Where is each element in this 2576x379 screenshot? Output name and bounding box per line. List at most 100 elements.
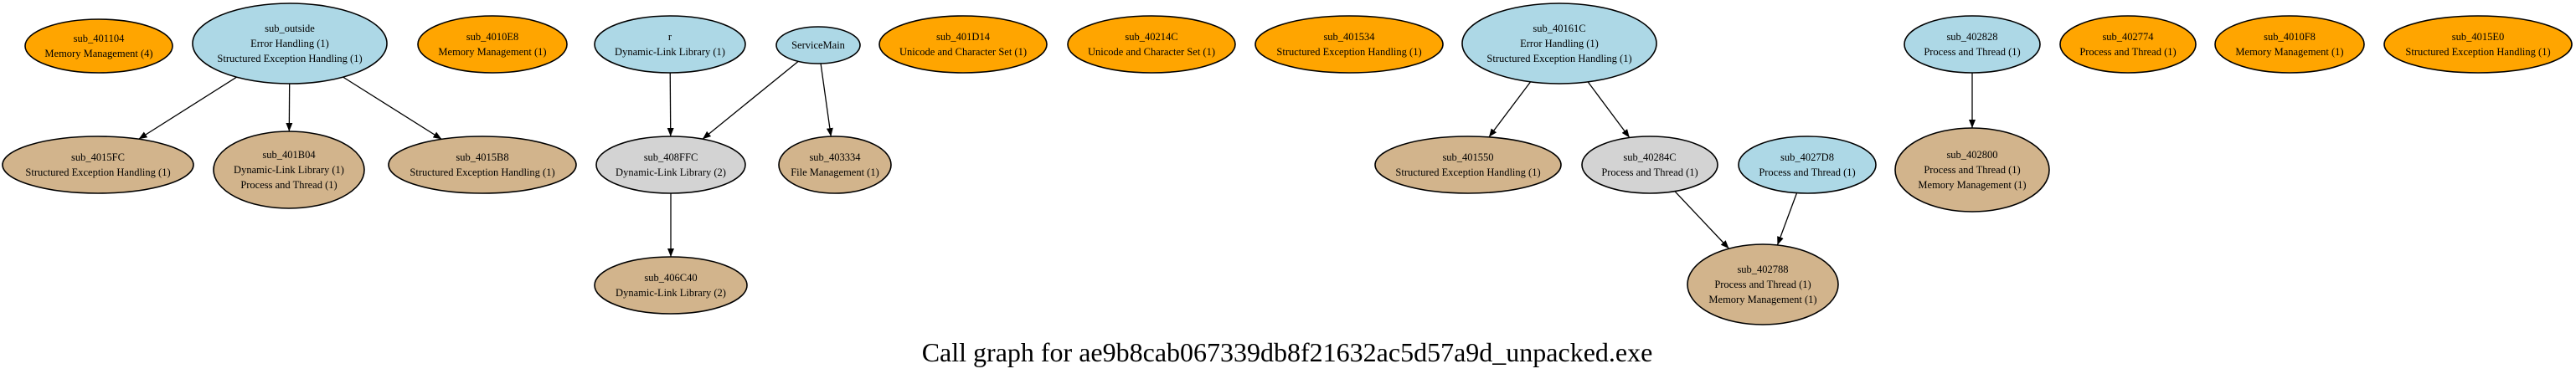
graph-node-sub-40161c: sub_40161C Error Handling (1) Structured E…: [1461, 3, 1657, 85]
node-ellipse: [213, 131, 365, 209]
edges-layer: [138, 60, 1976, 257]
node-function-name: ServiceMain: [791, 39, 846, 51]
node-ellipse: [24, 18, 173, 74]
graph-node-sub-408ffc: sub_408FFC Dynamic-Link Library (2): [595, 136, 746, 194]
node-category-label: Process and Thread (1): [2079, 46, 2176, 58]
edge-arrow-sub_4027d8-to-sub_402788: [1776, 192, 1798, 246]
graph-node-sub-4015fc: sub_4015FC Structured Exception Handling …: [2, 136, 194, 194]
node-function-name: sub_402828: [1946, 31, 1997, 43]
node-ellipse: [1461, 3, 1657, 85]
node-ellipse: [1581, 136, 1718, 194]
node-function-name: sub_402800: [1946, 149, 1997, 161]
node-category-label: Error Handling (1): [1520, 38, 1599, 49]
edge-arrow-r-to-sub_408ffc: [667, 72, 674, 137]
graph-node-sub-40214c: sub_40214C Unicode and Character Set (1): [1067, 15, 1236, 74]
edge-arrow-sub_outside-to-sub_4015fc: [138, 76, 237, 140]
node-ellipse: [778, 136, 892, 194]
node-ellipse: [1687, 243, 1839, 325]
node-function-name: sub_402774: [2102, 31, 2154, 43]
node-category-label: Dynamic-Link Library (2): [616, 287, 726, 299]
node-category-label: Memory Management (4): [44, 48, 152, 59]
node-function-name: sub_406C40: [644, 272, 697, 284]
edge-arrow-sub_outside-to-sub_4015b8: [343, 76, 442, 140]
node-function-name: r: [668, 31, 672, 43]
node-category-label: Process and Thread (1): [1924, 164, 2020, 176]
node-ellipse: [594, 15, 746, 74]
node-function-name: sub_4010E8: [466, 31, 519, 43]
node-ellipse: [192, 3, 388, 85]
node-category-label: Process and Thread (1): [1601, 166, 1698, 178]
node-function-name: sub_40284C: [1623, 151, 1676, 163]
node-function-name: sub_401534: [1323, 31, 1375, 43]
node-ellipse: [2214, 15, 2365, 74]
node-category-label: Structured Exception Handling (1): [1486, 53, 1631, 64]
node-function-name: sub_4027D8: [1780, 151, 1834, 163]
node-category-label: Memory Management (1): [1918, 179, 2026, 191]
node-ellipse: [595, 136, 746, 194]
node-category-label: Structured Exception Handling (1): [1395, 166, 1540, 178]
node-function-name: sub_outside: [265, 23, 315, 34]
node-category-label: Memory Management (1): [1708, 294, 1816, 305]
node-function-name: sub_40161C: [1533, 23, 1585, 34]
node-category-label: Dynamic-Link Library (1): [234, 164, 344, 176]
node-category-label: Structured Exception Handling (1): [2405, 46, 2550, 58]
node-category-label: Unicode and Character Set (1): [1088, 46, 1215, 58]
node-category-label: Error Handling (1): [250, 38, 329, 49]
node-function-name: sub_40214C: [1125, 31, 1177, 43]
node-ellipse: [417, 15, 568, 74]
node-ellipse: [1738, 136, 1877, 194]
node-ellipse: [1904, 15, 2041, 74]
node-category-label: Structured Exception Handling (1): [25, 166, 170, 178]
node-category-label: Structured Exception Handling (1): [1276, 46, 1421, 58]
edge-arrow-servicemain-to-sub_403334: [820, 63, 833, 137]
node-category-label: Dynamic-Link Library (2): [616, 166, 726, 178]
node-category-label: Structured Exception Handling (1): [410, 166, 554, 178]
node-function-name: sub_402788: [1737, 264, 1788, 275]
edge-arrow-sub_40161c-to-sub_40284c: [1587, 81, 1631, 138]
node-ellipse: [2383, 15, 2573, 74]
node-ellipse: [1067, 15, 1236, 74]
node-function-name: sub_403334: [809, 151, 861, 163]
node-category-label: Process and Thread (1): [240, 179, 337, 191]
node-function-name: sub_4015B8: [456, 151, 508, 163]
node-ellipse: [2059, 15, 2197, 74]
node-ellipse: [1374, 136, 1562, 194]
node-ellipse: [878, 15, 1048, 74]
node-ellipse: [594, 256, 748, 315]
node-ellipse: [775, 26, 861, 64]
node-function-name: sub_401550: [1442, 151, 1493, 163]
node-function-name: sub_4015FC: [71, 151, 125, 163]
node-ellipse: [1894, 127, 2050, 213]
edge-arrow-sub_40284c-to-sub_402788: [1674, 191, 1729, 249]
node-ellipse: [388, 136, 577, 194]
node-category-label: File Management (1): [791, 166, 879, 178]
node-function-name: sub_4015E0: [2452, 31, 2505, 43]
node-function-name: sub_408FFC: [644, 151, 698, 163]
node-ellipse: [1255, 15, 1444, 74]
node-function-name: sub_401B04: [262, 149, 316, 161]
node-category-label: Process and Thread (1): [1924, 46, 2020, 58]
node-category-label: Process and Thread (1): [1714, 279, 1811, 290]
edge-arrow-sub_40161c-to-sub_401550: [1488, 81, 1532, 138]
node-category-label: Dynamic-Link Library (1): [615, 46, 725, 58]
graph-node-servicemain: ServiceMain: [775, 26, 861, 64]
